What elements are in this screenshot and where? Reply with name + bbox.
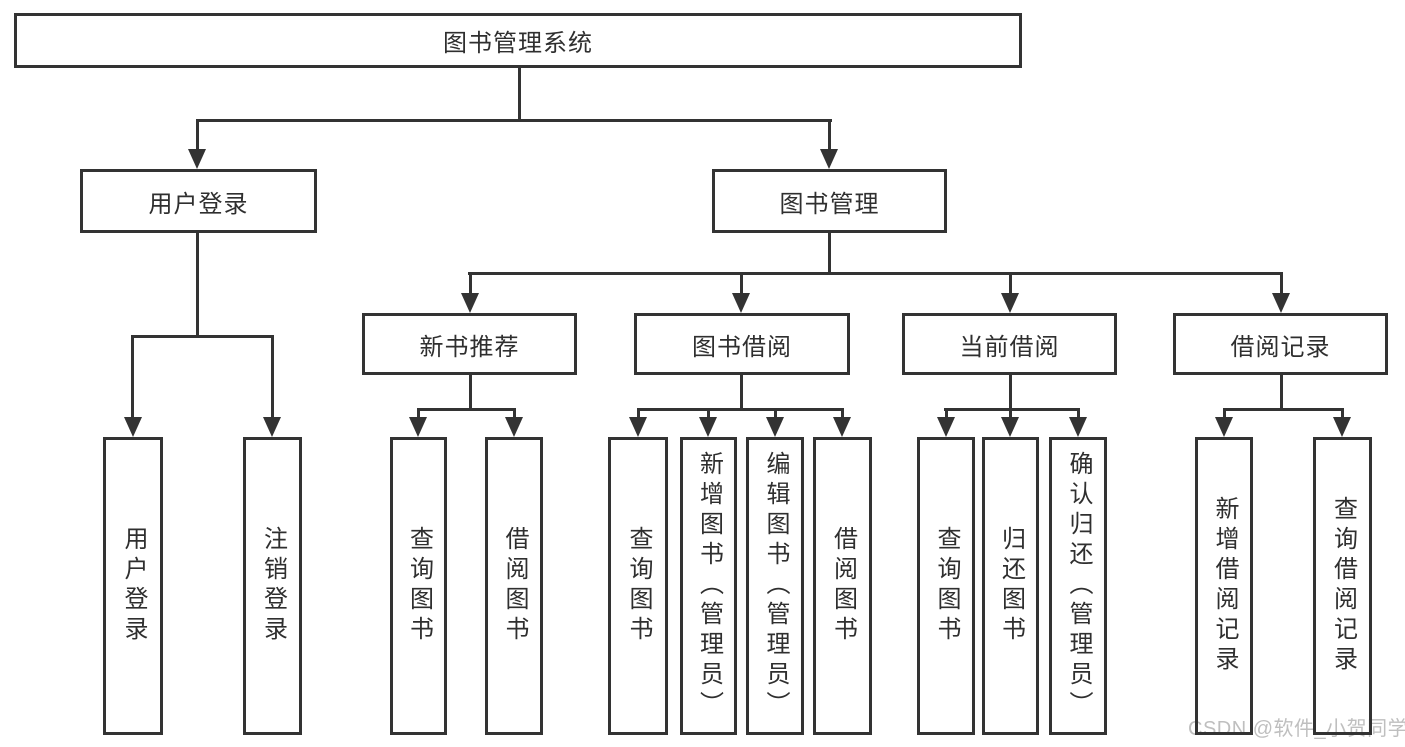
- leaf-confirm-return-admin: 确认归还（管理员）: [1049, 437, 1107, 735]
- arrowhead-current-borrow: [1001, 293, 1019, 313]
- connector-new-rec-stem: [469, 375, 472, 409]
- connector-user-login-stem: [196, 233, 199, 337]
- arrowhead-leaf-login: [124, 417, 142, 437]
- leaf-user-login: 用户登录: [103, 437, 163, 735]
- leaf-add-books-admin: 新增图书（管理员）: [680, 437, 737, 735]
- connector-arrow-user-login-line: [196, 119, 199, 150]
- leaf-query-books-recommend: 查询图书: [390, 437, 447, 735]
- leaf-return-books: 归还图书: [982, 437, 1039, 735]
- connector-arrow-leaf3-line: [417, 408, 420, 419]
- arrowhead-leaf-logout: [263, 417, 281, 437]
- node-root-library-system: 图书管理系统: [14, 13, 1022, 68]
- node-book-borrow: 图书借阅: [634, 313, 850, 375]
- leaf-borrow-books: 借阅图书: [813, 437, 872, 735]
- arrowhead-borrow-records: [1272, 293, 1290, 313]
- leaf-logout: 注销登录: [243, 437, 302, 735]
- arrowhead-leaf6: [699, 417, 717, 437]
- connector-arrow-leaf10-line: [1009, 408, 1012, 419]
- connector-level3-branch: [468, 272, 1282, 275]
- node-current-borrow: 当前借阅: [902, 313, 1117, 375]
- arrowhead-leaf13: [1333, 417, 1351, 437]
- connector-arrow-leaf8-line: [841, 408, 844, 419]
- connector-borrow-records-branch: [1223, 408, 1344, 411]
- connector-borrow-records-stem: [1280, 375, 1283, 409]
- connector-arrow-new-rec-line: [469, 272, 472, 294]
- csdn-watermark: CSDN @软件_小贺同学: [1188, 718, 1405, 740]
- connector-arrow-borrow-records-line: [1280, 272, 1283, 294]
- arrowhead-book-borrow: [732, 293, 750, 313]
- node-borrow-records: 借阅记录: [1173, 313, 1388, 375]
- arrowhead-new-rec: [461, 293, 479, 313]
- leaf-query-books-current: 查询图书: [917, 437, 975, 735]
- leaf-add-borrow-record: 新增借阅记录: [1195, 437, 1253, 735]
- connector-arrow-leaf-logout-line: [271, 335, 274, 418]
- connector-arrow-leaf7-line: [774, 408, 777, 419]
- arrowhead-leaf4: [505, 417, 523, 437]
- connector-arrow-leaf13-line: [1341, 408, 1344, 419]
- connector-book-borrow-stem: [740, 375, 743, 409]
- connector-arrow-leaf12-line: [1223, 408, 1226, 419]
- connector-arrow-leaf4-line: [513, 408, 516, 419]
- leaf-borrow-books-recommend: 借阅图书: [485, 437, 543, 735]
- connector-arrow-leaf5-line: [637, 408, 640, 419]
- connector-arrow-book-mgmt-line: [828, 119, 831, 150]
- connector-arrow-leaf9-line: [945, 408, 948, 419]
- connector-root-stem: [518, 68, 521, 121]
- connector-arrow-leaf-login-line: [131, 335, 134, 418]
- arrowhead-leaf3: [409, 417, 427, 437]
- connector-level2-branch: [196, 119, 832, 122]
- connector-arrow-current-borrow-line: [1009, 272, 1012, 294]
- connector-book-mgmt-stem: [828, 233, 831, 274]
- arrowhead-leaf11: [1069, 417, 1087, 437]
- connector-arrow-leaf6-line: [707, 408, 710, 419]
- node-user-login: 用户登录: [80, 169, 317, 233]
- node-new-book-recommend: 新书推荐: [362, 313, 577, 375]
- connector-arrow-leaf11-line: [1077, 408, 1080, 419]
- connector-current-borrow-branch: [944, 408, 1080, 411]
- leaf-edit-books-admin: 编辑图书（管理员）: [746, 437, 804, 735]
- arrowhead-leaf9: [937, 417, 955, 437]
- arrowhead-book-mgmt: [820, 149, 838, 169]
- arrowhead-user-login: [188, 149, 206, 169]
- arrowhead-leaf7: [766, 417, 784, 437]
- arrowhead-leaf5: [629, 417, 647, 437]
- connector-arrow-book-borrow-line: [740, 272, 743, 294]
- connector-user-login-branch: [131, 335, 274, 338]
- leaf-query-borrow-record: 查询借阅记录: [1313, 437, 1372, 735]
- connector-current-borrow-stem: [1009, 375, 1012, 409]
- connector-book-borrow-branch: [637, 408, 844, 411]
- arrowhead-leaf8: [833, 417, 851, 437]
- connector-new-rec-branch: [417, 408, 516, 411]
- arrowhead-leaf12: [1215, 417, 1233, 437]
- arrowhead-leaf10: [1001, 417, 1019, 437]
- node-book-management: 图书管理: [712, 169, 947, 233]
- leaf-query-books-borrow: 查询图书: [608, 437, 668, 735]
